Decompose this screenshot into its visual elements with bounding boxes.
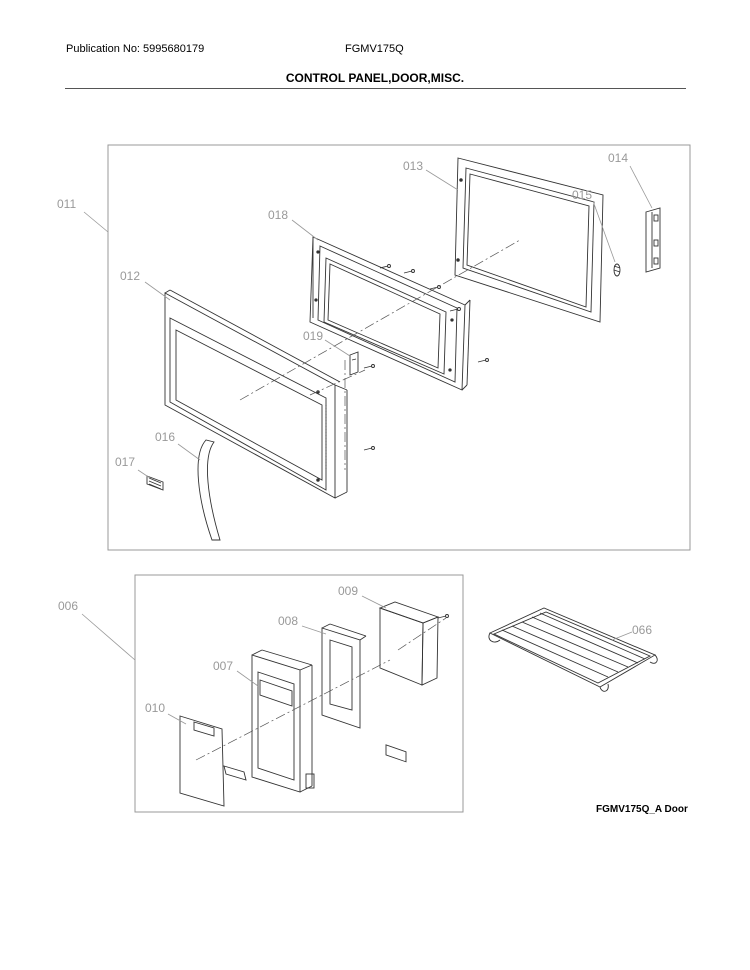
- callout-019[interactable]: 019: [303, 329, 351, 357]
- svg-text:015: 015: [572, 188, 592, 202]
- svg-text:011: 011: [57, 197, 76, 211]
- control-panel-frame: [134, 574, 464, 813]
- assembly-lines-door: [239, 239, 521, 470]
- svg-text:009: 009: [338, 584, 358, 598]
- part-016-handle[interactable]: [197, 439, 221, 541]
- callout-007[interactable]: 007: [213, 659, 259, 687]
- part-014-latch-bracket[interactable]: [645, 207, 661, 273]
- part-013-door-frame[interactable]: [454, 157, 604, 323]
- part-010-touchpad[interactable]: [179, 715, 247, 807]
- svg-text:018: 018: [268, 208, 288, 222]
- svg-text:013: 013: [403, 159, 423, 173]
- diagram-caption: FGMV175Q_A Door: [596, 804, 688, 815]
- part-017-grille[interactable]: [146, 475, 164, 491]
- svg-text:066: 066: [632, 623, 652, 637]
- callout-015[interactable]: 015: [572, 188, 616, 263]
- callout-011[interactable]: 011: [57, 197, 109, 233]
- screws: [363, 264, 489, 451]
- publication-number: Publication No: 5995680179: [66, 43, 205, 55]
- callout-017[interactable]: 017: [115, 455, 151, 479]
- door-assembly-frame: [107, 144, 691, 551]
- svg-text:012: 012: [120, 269, 140, 283]
- svg-text:006: 006: [58, 599, 78, 613]
- control-screw: [437, 614, 449, 619]
- callout-006[interactable]: 006: [58, 599, 136, 661]
- assembly-lines-control: [195, 617, 447, 761]
- header-rule: [65, 88, 686, 89]
- callout-012[interactable]: 012: [120, 269, 171, 301]
- model-number: FGMV175Q: [345, 43, 404, 55]
- callout-066[interactable]: 066: [611, 623, 652, 641]
- svg-text:007: 007: [213, 659, 233, 673]
- part-007-control-panel[interactable]: [251, 649, 315, 793]
- callout-018[interactable]: 018: [268, 208, 319, 241]
- part-009-control-housing[interactable]: [378, 601, 440, 763]
- svg-text:016: 016: [155, 430, 175, 444]
- callout-014[interactable]: 014: [608, 151, 653, 209]
- svg-text:019: 019: [303, 329, 323, 343]
- part-008-bracket[interactable]: [321, 623, 367, 729]
- part-018-inner-panel[interactable]: [309, 236, 471, 391]
- callout-008[interactable]: 008: [278, 614, 327, 635]
- part-012-front-door[interactable]: [164, 289, 348, 499]
- callout-009[interactable]: 009: [338, 584, 387, 609]
- part-015-spring[interactable]: [613, 263, 621, 277]
- part-066-oven-rack[interactable]: [488, 607, 658, 692]
- callout-013[interactable]: 013: [403, 159, 459, 191]
- part-019-hinge[interactable]: [349, 351, 359, 376]
- callout-010[interactable]: 010: [145, 701, 187, 725]
- svg-text:010: 010: [145, 701, 165, 715]
- page-title: CONTROL PANEL,DOOR,MISC.: [285, 71, 465, 85]
- svg-text:014: 014: [608, 151, 628, 165]
- svg-text:017: 017: [115, 455, 135, 469]
- callout-016[interactable]: 016: [155, 430, 201, 461]
- svg-text:008: 008: [278, 614, 298, 628]
